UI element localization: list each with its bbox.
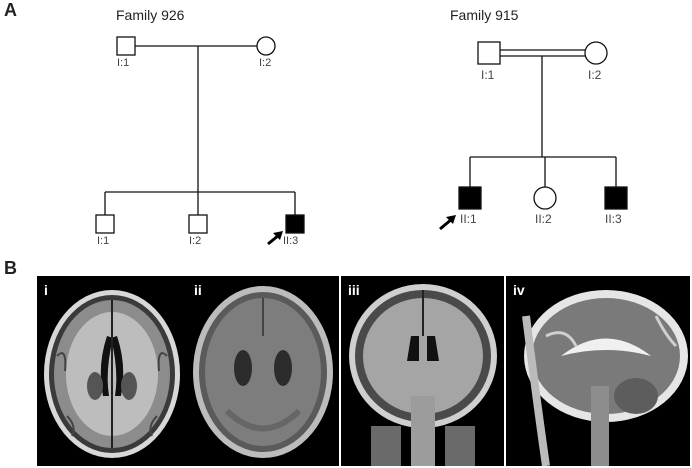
mri-image-iv: iv — [506, 276, 690, 466]
family-915-I1-label: I:1 — [481, 68, 495, 82]
family-926-II3-affected-male — [285, 214, 305, 234]
family-926-II1-label: I:1 — [97, 235, 110, 247]
mri-label-iii: iii — [348, 282, 360, 298]
panel-b-label: B — [4, 258, 17, 278]
mri-label-iv: iv — [513, 282, 525, 298]
family-926-II2-male — [188, 214, 208, 234]
family-915-title: Family 915 — [450, 7, 519, 23]
mri-label-i: i — [44, 282, 48, 298]
pedigree-diagrams — [95, 36, 628, 246]
family-926-II1-male — [95, 214, 115, 234]
family-926-I1-label: I:1 — [117, 57, 130, 69]
family-915-II1-affected-male — [458, 186, 482, 210]
family-915-I2-female — [584, 41, 608, 65]
family-915-II2-female — [533, 186, 557, 210]
mri-label-ii: ii — [194, 282, 202, 298]
family-926-I1-male — [116, 36, 136, 56]
mri-image-ii: ii — [187, 276, 339, 466]
family-926-I2-label: I:2 — [259, 57, 272, 69]
family-926-I2-female — [256, 36, 276, 56]
family-915-II1-label: II:1 — [460, 212, 477, 226]
proband-arrow-icon — [439, 215, 456, 231]
family-915-I1-male — [477, 41, 501, 65]
family-926-II2-label: I:2 — [189, 235, 202, 247]
family-926-pedigree — [95, 36, 305, 246]
family-915-II3-affected-male — [604, 186, 628, 210]
mri-image-iii: iii — [341, 276, 504, 466]
panel-a-label: A — [4, 0, 17, 20]
family-915-pedigree — [439, 41, 628, 231]
family-915-II2-label: II:2 — [535, 212, 552, 226]
family-915-II3-label: II:3 — [605, 212, 622, 226]
mri-image-i: i — [37, 276, 187, 466]
family-926-title: Family 926 — [116, 7, 185, 23]
proband-arrow-icon — [267, 231, 283, 246]
family-915-I2-label: I:2 — [588, 68, 602, 82]
family-926-II3-label: II:3 — [283, 235, 299, 247]
